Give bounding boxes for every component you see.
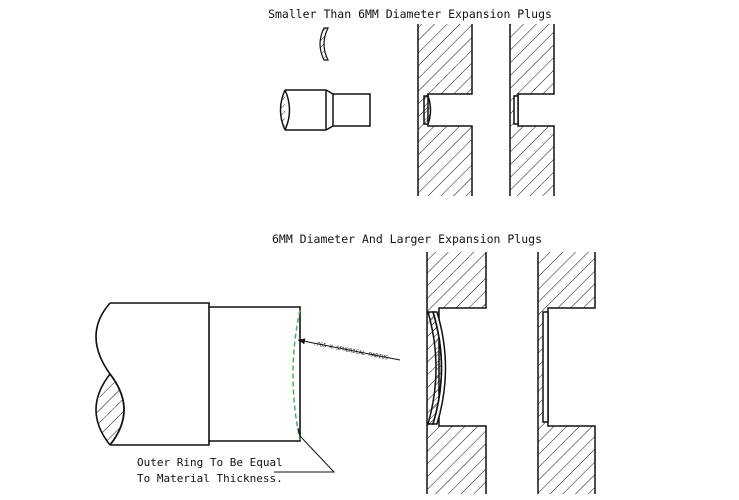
large-hole-wall-flat (537, 252, 596, 494)
outer-ring-note-line2: To Material Thickness. (137, 472, 283, 485)
large-hole-wall-domed (426, 252, 487, 494)
bottom-section-title: 6MM Diameter And Larger Expansion Plugs (272, 232, 542, 246)
outer-ring-note-line1: Outer Ring To Be Equal (137, 456, 283, 469)
small-hole-wall-flat (509, 24, 555, 196)
spherical-face-arc (292, 309, 301, 441)
small-punch-tool (279, 89, 371, 131)
small-plug-disc (319, 27, 329, 61)
small-hole-wall-installed (417, 24, 473, 196)
top-section-title: Smaller Than 6MM Diameter Expansion Plug… (268, 7, 552, 21)
spherical-radius-label: .765 X SPHERICAL RADIUS (313, 341, 389, 361)
radius-leader (297, 338, 401, 361)
large-punch-tool (95, 302, 301, 446)
outer-ring-leader (274, 427, 336, 473)
